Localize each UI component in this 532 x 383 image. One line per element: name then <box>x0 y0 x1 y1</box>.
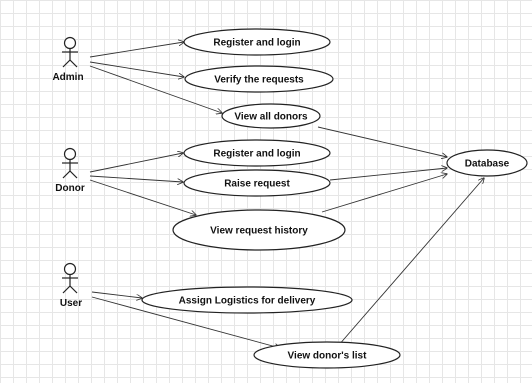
edge-donorlist-database <box>337 178 484 347</box>
usecase-verify: Verify the requests <box>184 65 334 93</box>
usecase-donor-register: Register and login <box>183 139 331 167</box>
usecase-raise: Raise request <box>183 169 331 197</box>
usecase-donor-register-label: Register and login <box>213 149 300 160</box>
edge-admin-view-donors <box>89 65 222 113</box>
usecase-admin-register-label: Register and login <box>213 38 300 49</box>
edge-donor-register <box>89 153 183 173</box>
edge-user-donorlist <box>91 296 280 348</box>
edge-donor-history <box>89 179 196 215</box>
edge-admin-register <box>89 42 184 58</box>
edge-raise-database <box>329 168 447 181</box>
edge-donor-raise <box>89 175 183 182</box>
usecase-admin-register: Register and login <box>183 28 331 56</box>
edge-user-assign <box>91 291 142 298</box>
actor-user-label: User <box>60 298 82 309</box>
actor-user: User <box>60 262 82 309</box>
usecase-database: Database <box>446 149 528 177</box>
edge-admin-verify <box>89 61 184 77</box>
database-label: Database <box>465 159 510 170</box>
usecase-raise-label: Raise request <box>224 179 290 190</box>
usecase-history-label: View request history <box>210 226 308 237</box>
usecase-history: View request history <box>172 209 346 251</box>
edge-history-database <box>321 174 447 213</box>
actor-admin-label: Admin <box>52 72 83 83</box>
usecase-view-donors: View all donors <box>221 103 321 129</box>
usecase-assign-label: Assign Logistics for delivery <box>179 296 316 307</box>
usecase-donor-list-label: View donor's list <box>288 351 368 362</box>
actor-admin: Admin <box>52 36 84 83</box>
edge-viewdonors-database <box>317 126 447 157</box>
actor-donor-label: Donor <box>55 183 85 194</box>
associations <box>89 42 484 348</box>
usecase-view-donors-label: View all donors <box>234 112 308 123</box>
usecase-assign: Assign Logistics for delivery <box>141 286 353 314</box>
usecase-verify-label: Verify the requests <box>214 75 304 86</box>
usecase-donor-list: View donor's list <box>253 341 401 369</box>
actor-donor: Donor <box>55 147 85 194</box>
